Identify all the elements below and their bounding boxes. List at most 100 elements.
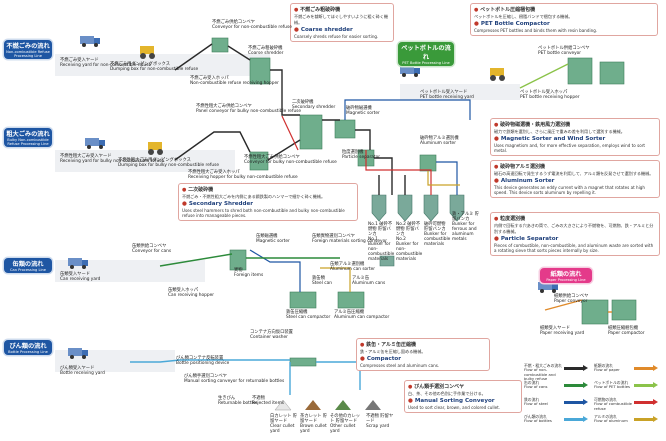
callout-jp-desc: 磁石の高速回転で発生するうず電流を利用して、アルミ類を反発させて選別する機械。 bbox=[494, 171, 654, 176]
callout-jp-desc: 鉄・アルミ缶を圧縮し固める機械。 bbox=[360, 349, 426, 354]
legend-label-en: Flow of bottles bbox=[524, 418, 552, 424]
line-badge-en: Paper Processing Line bbox=[546, 278, 586, 282]
flow-paper bbox=[544, 299, 612, 313]
line-badge-pet: ペットボトルの流れ PET Bottle Processing Line bbox=[398, 42, 454, 66]
legend-label-en: Flow of combustible refuse bbox=[594, 401, 632, 411]
legend-arrow bbox=[564, 399, 588, 405]
legend-label-jp: アルミの流れ bbox=[594, 414, 617, 419]
callout-jp-desc: 不燃ごみを裁断してほぐしやすいように粗く砕く機械。 bbox=[294, 14, 388, 25]
callout-en-desc: Used to sort clear, brown, and colored c… bbox=[408, 405, 501, 410]
line-badge-jp: 缶類の流れ bbox=[12, 261, 44, 268]
legend-arrow bbox=[564, 416, 588, 422]
legend-label-jp: 紙類の流れ bbox=[594, 363, 613, 368]
callout-en-desc: Compresses steel and aluminum cans. bbox=[360, 363, 440, 368]
line-badge-bottle: びん類の流れ Bottle Processing Line bbox=[4, 340, 52, 355]
flow-pet bbox=[519, 63, 569, 89]
callout-jp-title: ● 鉄缶・アルミ缶圧縮機 bbox=[360, 342, 417, 348]
line-badge-jp: 粗大ごみの流れ bbox=[6, 131, 50, 138]
callout-magnetic-wind: ● 破砕物磁選機・鉄用風力選別機 磁力で鉄類を選別し、さらに風圧で重みの差を利用… bbox=[490, 118, 660, 156]
callout-jp-title: ● びん類手選別コンベヤ bbox=[408, 384, 465, 390]
legend-label-jp: 不燃・粗大ごみの流れ bbox=[524, 363, 562, 368]
legend-label-jp: 缶の流れ bbox=[524, 380, 540, 385]
legend-label-en: Flow of PET bottles bbox=[594, 384, 631, 390]
callout-jp-title: ● 破砕物磁選機・鉄用風力選別機 bbox=[494, 122, 571, 128]
legend-label-jp: 鉄の流れ bbox=[524, 397, 540, 402]
legend-label-en: Flow of steel bbox=[524, 401, 548, 407]
line-badge-jp: 紙類の流れ bbox=[550, 271, 582, 278]
truck-icons bbox=[68, 36, 558, 359]
callout-jp-desc: 白、茶、その他の色別に手作業で分ける。 bbox=[408, 391, 486, 396]
legend-arrow bbox=[634, 416, 658, 422]
callout-jp-title: ● ペットボトル圧縮梱包機 bbox=[474, 7, 536, 13]
callout-jp-desc: 内側で回転する穴あきの筒で、ごみの大きさにより不燃物を、可燃物、鉄・アルミと分別… bbox=[494, 223, 654, 234]
line-badge-jp: びん類の流れ bbox=[9, 343, 47, 350]
legend-arrow bbox=[634, 365, 658, 371]
callout-en-desc: Pieces of combustible, non-combustible, … bbox=[494, 243, 654, 253]
callout-en-title: ● Coarse shredder bbox=[294, 27, 353, 33]
flow-combustible bbox=[281, 115, 432, 195]
callout-jp-title: ● 不燃ごみ粗破砕機 bbox=[294, 7, 341, 13]
legend-label-jp: 可燃物の流れ bbox=[594, 397, 617, 402]
callout-compactor: ● 鉄缶・アルミ缶圧縮機 鉄・アルミ缶を圧縮し固める機械。 ● Compacto… bbox=[356, 338, 490, 371]
callout-aluminum-sorter: ● 破砕物アルミ選別機 磁石の高速回転で発生するうず電流を利用して、アルミ類を反… bbox=[490, 160, 660, 198]
legend-label-jp: びん類の流れ bbox=[524, 414, 547, 419]
callout-particle-separator: ● 粒度選別機 内側で回転する穴あきの筒で、ごみの大きさにより不燃物を、可燃物、… bbox=[490, 212, 660, 256]
callout-secondary-shredder: ● 二次破砕機 不燃ごみ・不燃性粗大ごみを内側にある鋼鉄製のハンマーで細かく砕く… bbox=[178, 183, 358, 221]
callout-en-title: ● Magnetic Sorter and Wind Sorter bbox=[494, 136, 606, 142]
callout-en-title: ● Compactor bbox=[360, 356, 401, 362]
legend-label-jp: ペットボトルの流れ bbox=[594, 380, 629, 385]
callout-jp-desc: 磁力で鉄類を選別し、さらに風圧で重みの差を利用して選別する機械。 bbox=[494, 129, 625, 134]
callout-jp-title: ● 破砕物アルミ選別機 bbox=[494, 164, 546, 170]
callout-en-title: ● Manual Sorting Conveyor bbox=[408, 398, 495, 404]
line-badge-en: Bulky Non-combustible Refuse Processing … bbox=[7, 138, 49, 146]
line-badge-can: 缶類の流れ Can Processing Line bbox=[4, 258, 52, 273]
legend-label-en: Flow of paper bbox=[594, 367, 620, 373]
legend-label-en: Flow of non-combustible and bulky refuse bbox=[524, 367, 556, 382]
callout-en-desc: Compresses PET bottles and binds them wi… bbox=[474, 28, 598, 33]
callout-manual-sorting: ● びん類手選別コンベヤ 白、茶、その他の色別に手作業で分ける。 ● Manua… bbox=[404, 380, 522, 413]
flow-nonburnable bbox=[174, 43, 406, 195]
callout-en-desc: Uses steel hammers to shred both non-com… bbox=[182, 208, 345, 218]
callout-pet-compactor: ● ペットボトル圧縮梱包機 ペットボトルを圧縮し、樹脂バンドで梱包する機械。 ●… bbox=[470, 3, 658, 36]
line-badge-jp: 不燃ごみの流れ bbox=[6, 43, 50, 50]
